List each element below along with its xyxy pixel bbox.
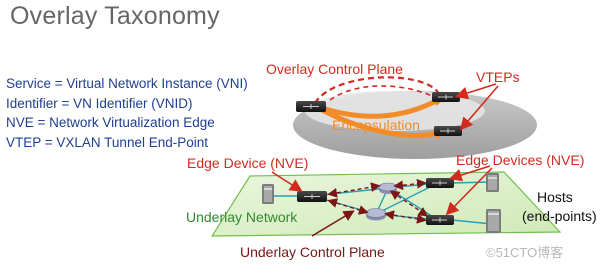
definitions-list: Service = Virtual Network Instance (VNI)… [6, 74, 276, 152]
edge-switch-top-right [426, 178, 454, 188]
definition-nve: NVE = Network Virtualization Edge [6, 115, 215, 130]
edge-devices-pointer-1 [448, 165, 491, 182]
edge-devices-pointer-2 [445, 167, 493, 216]
encapsulation-label: Encapsulation [332, 117, 420, 133]
underlay-control-plane-label: Underlay Control Plane [240, 244, 385, 260]
encapsulation-arrow-2 [320, 107, 441, 138]
edge-switch-left [297, 191, 327, 202]
vtep-switch-bottom-right [434, 126, 462, 136]
overlay-control-plane-arc-2 [329, 85, 433, 101]
edge-device-label: Edge Device (NVE) [187, 155, 309, 171]
host-server-left [262, 184, 274, 204]
underlay-router-2 [365, 208, 387, 221]
vteps-label: VTEPs [476, 69, 520, 85]
definition-vni: Service = Virtual Network Instance (VNI) [6, 76, 248, 91]
overlay-control-plane-label: Overlay Control Plane [266, 61, 403, 77]
vtep-switch-top-right [432, 92, 460, 102]
definition-vnid: Identifier = VN Identifier (VNID) [6, 95, 193, 111]
page-title: Overlay Taxonomy [10, 2, 220, 30]
underlay-control-plane-arrows [327, 178, 429, 224]
edge-switch-bottom-right [426, 215, 454, 225]
encapsulation-arrow-1 [321, 97, 440, 119]
underlay-router-1 [378, 182, 398, 194]
edge-devices-label: Edge Devices (NVE) [456, 152, 585, 168]
overlay-control-plane-arc [314, 76, 439, 104]
vtep-switch-left [296, 101, 326, 112]
underlay-network-label: Underlay Network [186, 209, 298, 225]
vteps-pointer-2 [459, 85, 499, 131]
hosts-label: Hosts [537, 189, 573, 205]
watermark: ©51CTO博客 [486, 245, 564, 260]
end-points-label: (end-points) [522, 208, 597, 224]
edge-device-pointer [271, 171, 303, 192]
vteps-pointer-1 [454, 83, 497, 100]
definition-vtep: VTEP = VXLAN Tunnel End-Point [6, 134, 208, 150]
host-server-bottom-right [486, 209, 501, 233]
underlay-control-plane-pointer [311, 210, 355, 237]
host-server-top-right [486, 173, 499, 192]
